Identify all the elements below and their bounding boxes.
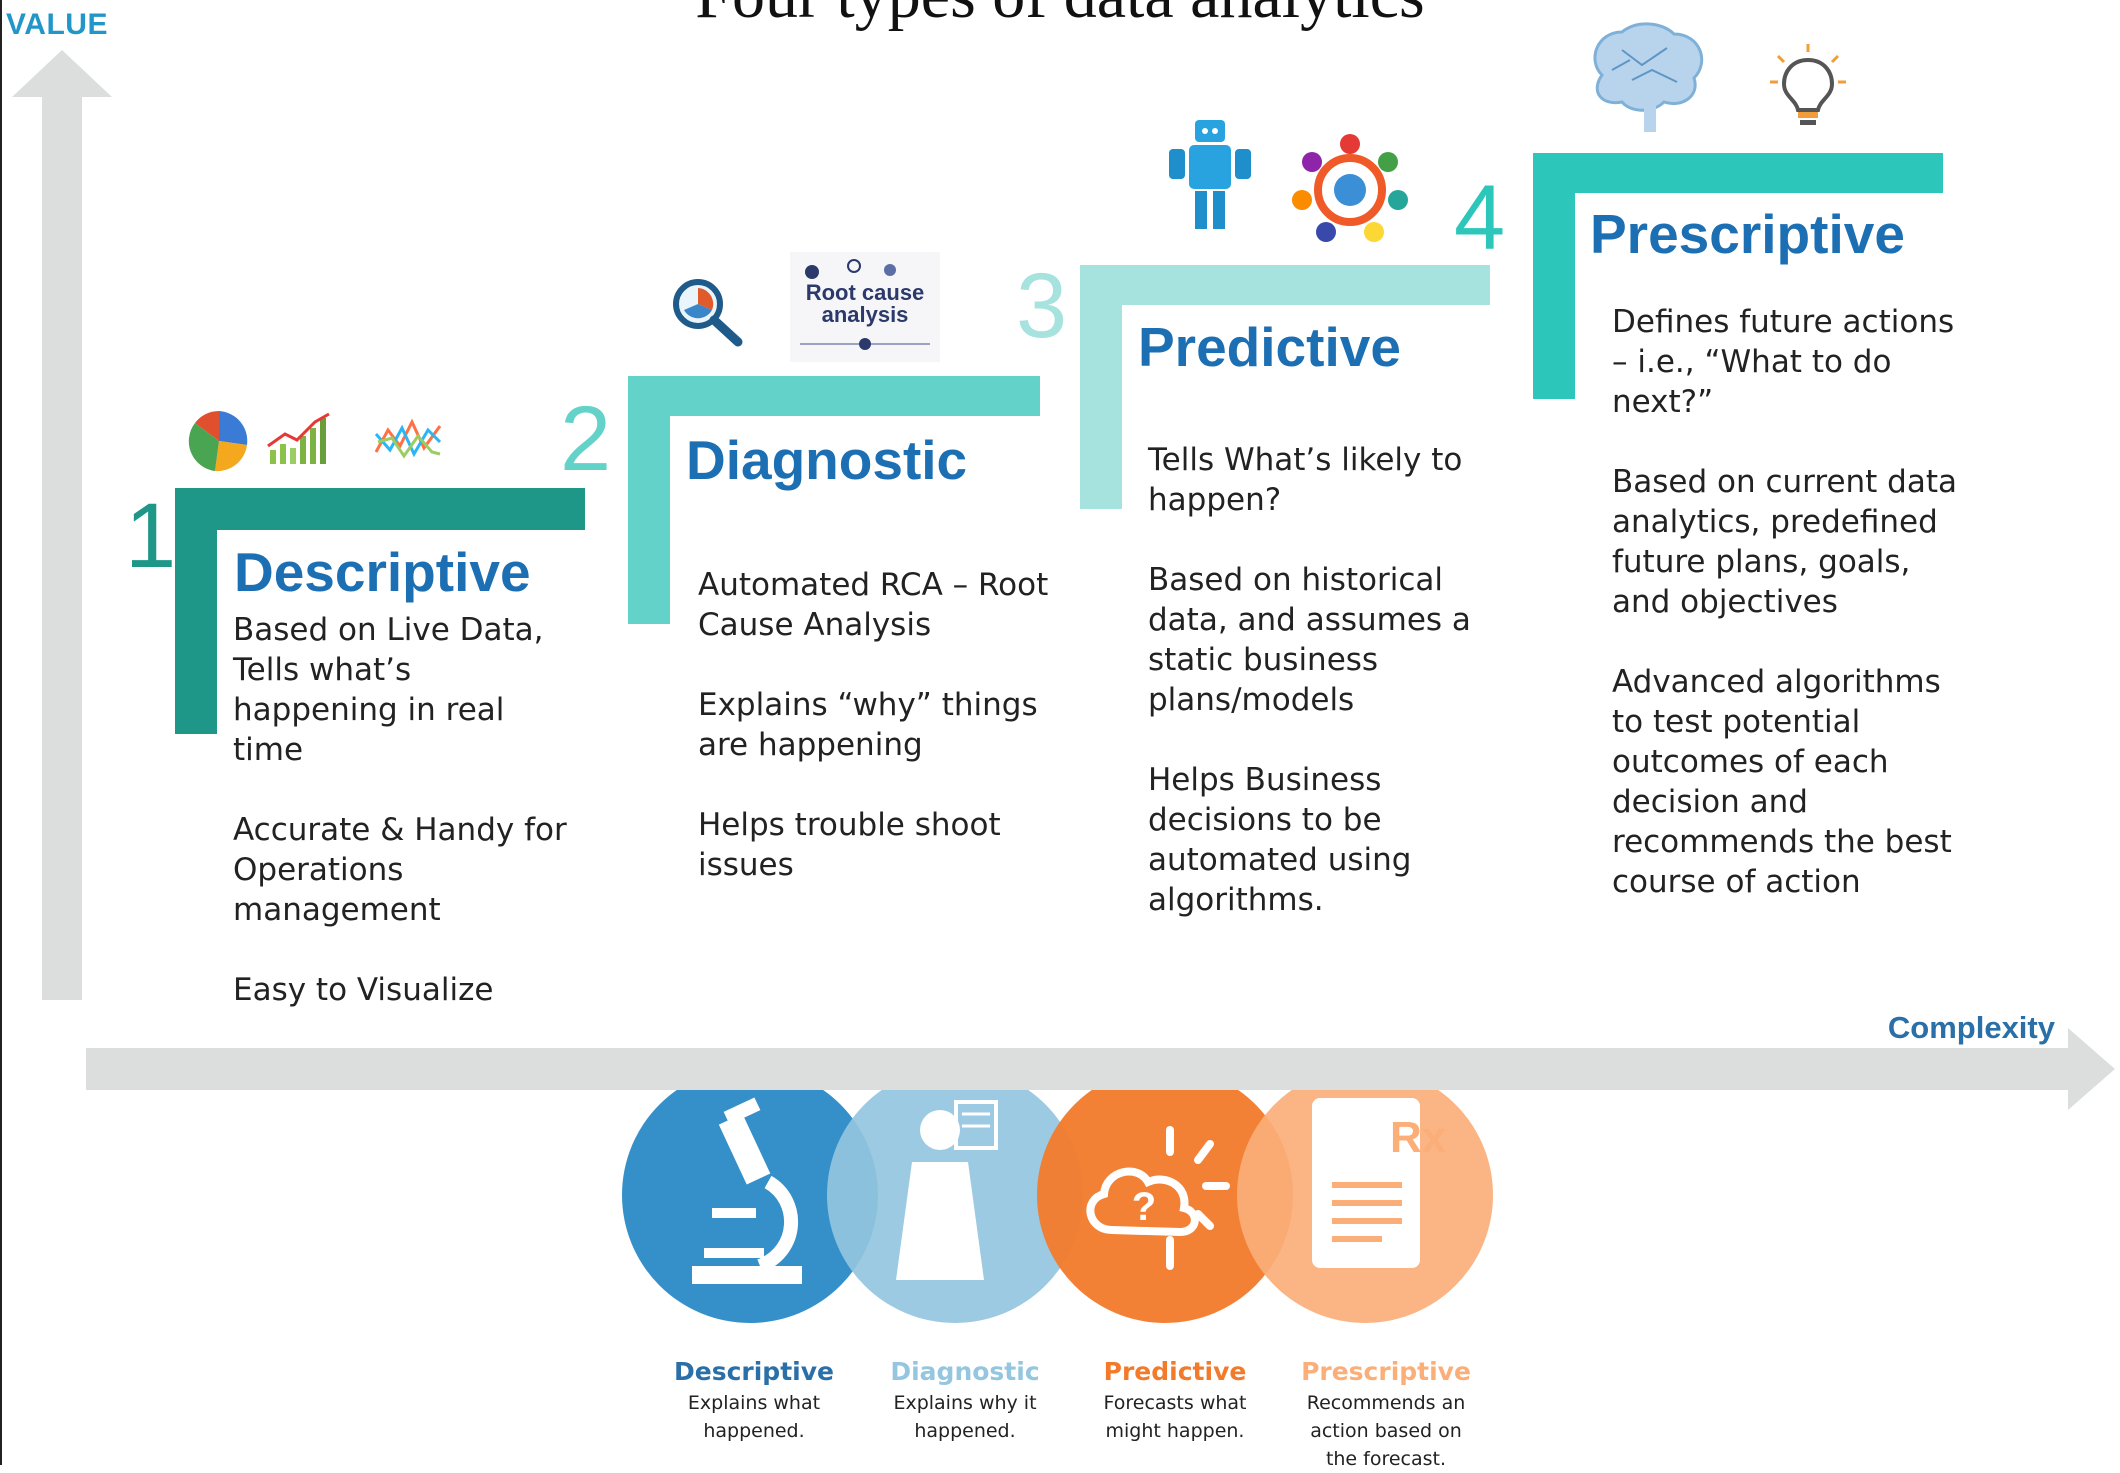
step-4-bracket bbox=[1533, 153, 1943, 193]
step-1-bracket-leg bbox=[175, 488, 217, 734]
step-2-point: Helps trouble shoot issues bbox=[698, 807, 1001, 883]
bottom-desc: Explains why it happened. bbox=[893, 1392, 1037, 1442]
complexity-axis-arrow bbox=[86, 1028, 2115, 1110]
root-cause-analysis-icon: Root cause analysis bbox=[790, 252, 940, 362]
frame-border bbox=[0, 0, 2, 1465]
cloud-question-icon bbox=[1086, 1126, 1230, 1270]
rx-symbol: Rx bbox=[1390, 1113, 1447, 1162]
bottom-label-prescriptive: Prescriptive Recommends an action based … bbox=[1286, 1357, 1486, 1473]
bottom-desc: Explains what happened. bbox=[687, 1392, 821, 1442]
step-4-point: Advanced algorithms to test potential ou… bbox=[1612, 664, 1952, 900]
step-3-point: Based on historical data, and assumes a … bbox=[1148, 562, 1471, 718]
step-1-point: Based on Live Data, Tells what’s happeni… bbox=[233, 612, 544, 768]
bottom-title: Diagnostic bbox=[890, 1357, 1040, 1386]
bottom-label-predictive: Predictive Forecasts what might happen. bbox=[1075, 1357, 1275, 1445]
bottom-title: Predictive bbox=[1103, 1357, 1247, 1386]
step-4-title: Prescriptive bbox=[1590, 203, 1905, 265]
step-2-point: Explains “why” things are happening bbox=[698, 687, 1038, 763]
bottom-desc: Recommends an action based on the foreca… bbox=[1306, 1392, 1466, 1470]
step-1-number: 1 bbox=[125, 485, 177, 587]
pie-chart-icon bbox=[188, 411, 248, 472]
step-4-point: Defines future actions – i.e., “What to … bbox=[1612, 304, 1955, 420]
step-3-number: 3 bbox=[1016, 255, 1068, 357]
bottom-title: Descriptive bbox=[674, 1357, 834, 1386]
line-chart-icon bbox=[374, 418, 442, 459]
microscope-icon bbox=[692, 1097, 802, 1284]
root-cause-badge-line-2: analysis bbox=[822, 302, 909, 327]
magnifier-icon bbox=[673, 279, 743, 347]
step-4-point: Based on current data analytics, predefi… bbox=[1612, 464, 1957, 620]
bottom-circles: ? Rx bbox=[622, 1090, 1493, 1323]
step-1-point: Easy to Visualize bbox=[233, 972, 494, 1008]
step-1-point: Accurate & Handy for Operations manageme… bbox=[233, 812, 567, 928]
lightbulb-icon bbox=[1770, 44, 1846, 125]
step-3-point: Tells What’s likely to happen? bbox=[1148, 442, 1463, 518]
step-2-point: Automated RCA – Root Cause Analysis bbox=[698, 567, 1049, 643]
step-1-bracket bbox=[175, 488, 585, 530]
value-axis-label: VALUE bbox=[6, 8, 108, 41]
robot-icon bbox=[1169, 120, 1251, 229]
doctor-icon bbox=[896, 1100, 998, 1280]
step-3-points: Tells What’s likely to happen? Based on … bbox=[1148, 440, 1493, 960]
step-4-bracket-leg bbox=[1533, 153, 1575, 399]
bottom-desc: Forecasts what might happen. bbox=[1103, 1392, 1247, 1442]
step-2-title: Diagnostic bbox=[686, 429, 968, 491]
bottom-label-descriptive: Descriptive Explains what happened. bbox=[654, 1357, 854, 1445]
bar-chart-icon bbox=[267, 412, 330, 464]
bottom-title: Prescriptive bbox=[1301, 1357, 1471, 1386]
step-2-number: 2 bbox=[560, 388, 612, 490]
question-mark-icon: ? bbox=[1132, 1185, 1156, 1229]
descriptive-circle bbox=[622, 1090, 878, 1323]
step-2-bracket-leg bbox=[628, 376, 670, 624]
brain-icon bbox=[1593, 22, 1704, 132]
bottom-label-diagnostic: Diagnostic Explains why it happened. bbox=[865, 1357, 1065, 1445]
step-3-point: Helps Business decisions to be automated… bbox=[1148, 762, 1412, 918]
step-2-points: Automated RCA – Root Cause Analysis Expl… bbox=[698, 565, 1058, 925]
step-3-bracket bbox=[1080, 265, 1490, 305]
step-4-number: 4 bbox=[1454, 167, 1506, 269]
step-3-bracket-leg bbox=[1080, 265, 1122, 509]
predictive-circle bbox=[1037, 1090, 1293, 1323]
value-axis-arrow bbox=[12, 50, 112, 1000]
step-3-title: Predictive bbox=[1138, 316, 1401, 378]
complexity-axis-label: Complexity bbox=[1887, 1010, 2055, 1045]
root-cause-badge-line-1: Root cause bbox=[806, 280, 925, 305]
ai-network-icon bbox=[1292, 134, 1408, 242]
step-2-bracket bbox=[628, 376, 1040, 416]
step-4-points: Defines future actions – i.e., “What to … bbox=[1612, 302, 1967, 942]
diagram-title: Four types of data analytics bbox=[0, 0, 2120, 34]
step-1-title: Descriptive bbox=[234, 541, 531, 603]
prescription-icon: Rx bbox=[1312, 1098, 1447, 1268]
step-1-points: Based on Live Data, Tells what’s happeni… bbox=[233, 610, 573, 1050]
